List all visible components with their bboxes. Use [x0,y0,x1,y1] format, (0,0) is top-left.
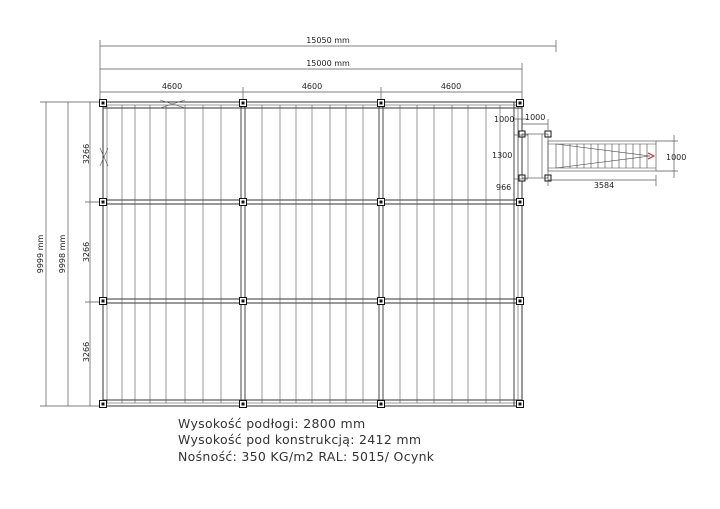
stair-treads [555,144,648,168]
bracing-marks [99,99,186,167]
clearance-note: Wysokość pod konstrukcją: 2412 mm [178,432,421,447]
stair-width-dim: 1000 [666,153,686,162]
post-core [379,299,383,303]
floor-joists [121,105,501,403]
stair-length-dim: 3584 [594,181,614,190]
left-dimensions: 9999 mm 9998 mm 3266 3266 3266 [36,101,104,407]
bay-2-dim: 4600 [302,82,322,91]
post-core [101,101,105,105]
bay-3-dim: 4600 [441,82,461,91]
stair-landing: 1000 1300 966 1000 1000 3584 [492,113,686,199]
top-dimensions: 15050 mm 15000 mm 4600 4600 4600 [99,36,557,104]
height-outer-dim: 9999 mm [36,235,45,274]
row-2-dim: 3266 [82,242,91,262]
post-core [518,200,522,204]
post-core [101,299,105,303]
post-core [241,200,245,204]
post-core [101,402,105,406]
post-core [379,101,383,105]
overall-inner-dim: 15000 mm [306,59,350,68]
post-core [518,101,522,105]
landing-depth-dim: 1300 [492,151,512,160]
landing-width-dim: 1000 [525,113,545,122]
post-core [379,402,383,406]
landing-bottom-dim: 966 [496,183,511,192]
post-core [101,200,105,204]
support-posts [99,99,552,408]
stair-direction-marker [647,152,656,160]
overall-outer-dim: 15050 mm [306,36,350,45]
bay-1-dim: 4600 [162,82,182,91]
floor-height-note: Wysokość podłogi: 2800 mm [178,416,365,431]
landing-top-dim: 1000 [494,115,514,124]
row-3-dim: 3266 [82,342,91,362]
post-core [379,200,383,204]
post-core [518,402,522,406]
post-core [241,402,245,406]
post-core [241,299,245,303]
spec-notes: Wysokość podłogi: 2800 mm Wysokość pod k… [178,416,435,464]
row-1-dim: 3266 [82,144,91,164]
load-note: Nośność: 350 KG/m2 RAL: 5015/ Ocynk [178,449,435,464]
post-core [518,299,522,303]
post-core [241,101,245,105]
height-inner-dim: 9998 mm [58,235,67,274]
